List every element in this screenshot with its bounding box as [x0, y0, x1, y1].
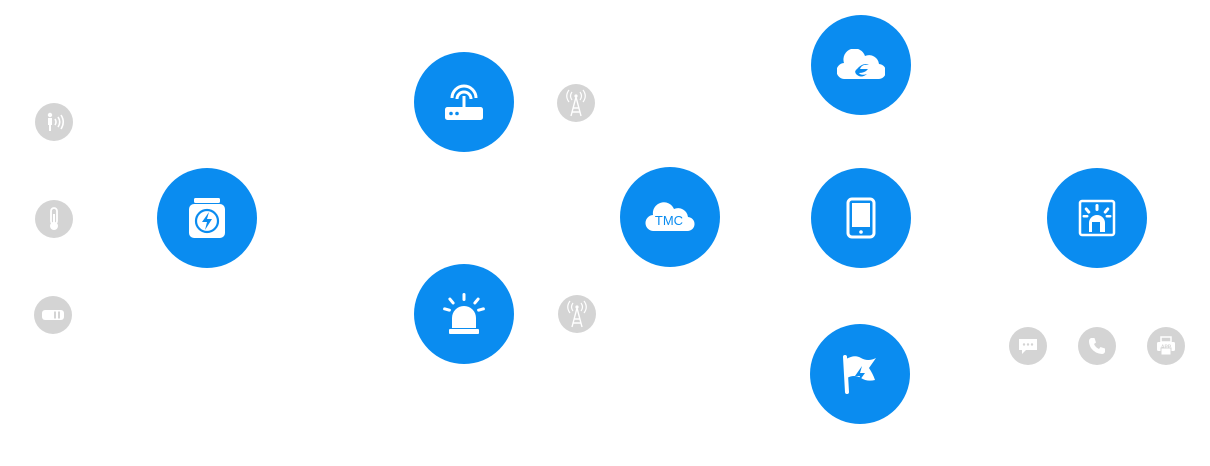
- switch-node: [34, 296, 72, 334]
- signal-tower-icon: [567, 300, 587, 328]
- thermometer-icon: [50, 207, 58, 230]
- app-printer-node: APP: [1147, 327, 1185, 365]
- mobile-phone-icon: [846, 197, 876, 239]
- tmc-label: TMC: [655, 213, 683, 228]
- cloud-service-node: [811, 15, 911, 115]
- human-sensor-icon: [47, 112, 65, 131]
- mobile-phone-node: [811, 168, 911, 268]
- app-label: APP: [1161, 345, 1172, 351]
- sms-node: [1009, 327, 1047, 365]
- wifi-router-icon: [445, 84, 483, 120]
- alarm-light-node: [414, 264, 514, 364]
- alarm-light-icon: [443, 293, 485, 334]
- chat-bubble-icon: [1019, 339, 1037, 354]
- app-printer-icon: APP: [1157, 336, 1175, 356]
- siren-box-icon: [1078, 199, 1116, 237]
- switch-icon: [42, 310, 64, 320]
- phone-call-icon: [1089, 338, 1105, 354]
- flag-lightning-icon: [843, 355, 876, 394]
- cloud-logo-icon: [837, 49, 885, 80]
- human-sensor-node: [35, 103, 73, 141]
- flag-node: [810, 324, 910, 424]
- battery-node: [157, 168, 257, 268]
- router-node: [414, 52, 514, 152]
- siren-box-node: [1047, 168, 1147, 268]
- signal-tower-icon: [566, 89, 586, 117]
- thermometer-node: [35, 200, 73, 238]
- tmc-cloud-node: TMC: [620, 167, 720, 267]
- signal-tower-node-1: [557, 84, 595, 122]
- battery-charge-icon: [189, 198, 225, 238]
- signal-tower-node-2: [558, 295, 596, 333]
- phone-call-node: [1078, 327, 1116, 365]
- cloud-icon: TMC: [645, 202, 695, 232]
